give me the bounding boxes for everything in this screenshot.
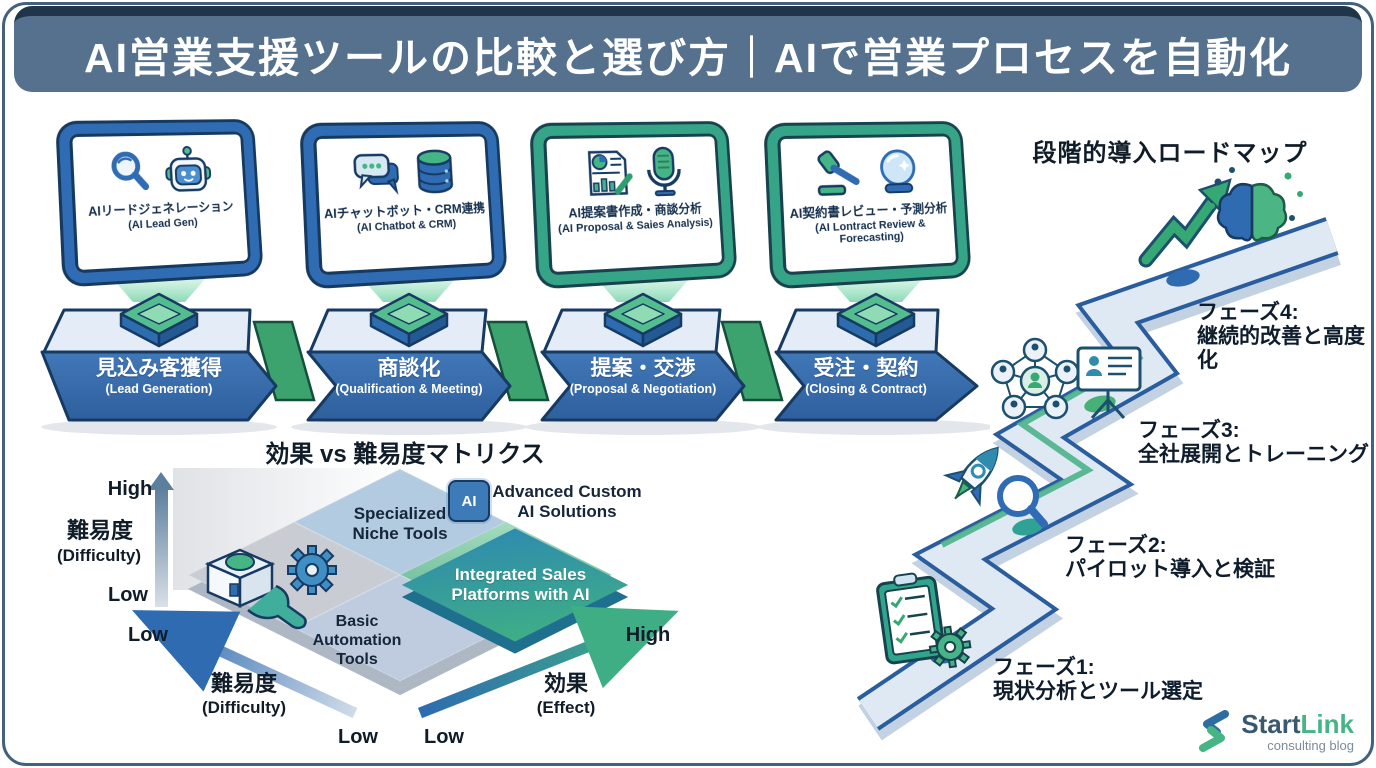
effect-axis-tip-label: High: [625, 624, 671, 646]
difficulty-iso-axis: [132, 610, 358, 718]
logo-wordmark: StartLink: [1241, 708, 1354, 739]
machine-cube-icon: [204, 548, 276, 608]
tool-title: AIリードジェネレーション: [87, 199, 234, 219]
step-title: 受注・契約: [813, 357, 919, 380]
step-title: 提案・交渉: [590, 357, 696, 380]
chat-bubbles-icon: [351, 150, 405, 197]
label-advanced: Advanced Custom AI Solutions: [492, 482, 642, 522]
tool-card-chatbot-crm: AIチャットボット・CRM連携 (AI Chatbot & CRM): [302, 123, 505, 287]
difficulty-axis-jp: 難易度: [210, 671, 277, 696]
wrench-icon: [247, 584, 307, 630]
difficulty-axis-vertical: [155, 489, 168, 607]
step-subtitle: (Closing & Contract): [805, 382, 927, 397]
step-subtitle: (Proposal & Negotiation): [569, 382, 717, 397]
rocket-icon: [942, 446, 999, 507]
label-integrated: Integrated Sales Platforms with AI: [451, 565, 590, 605]
phase-4-label: フェーズ4: 継続的改善と高度化: [1197, 301, 1365, 373]
effect-axis-origin-label: Low: [424, 726, 464, 748]
difficulty-axis-arrowhead: [148, 472, 174, 490]
label-specialized: Specialized Niche Tools: [352, 504, 448, 544]
process-step-closing: 受注・契約 (Closing & Contract): [766, 356, 966, 397]
startlink-logo: StartLink consulting blog: [1195, 710, 1354, 752]
document-chart-icon: [583, 148, 635, 199]
effect-axis-en: (Effect): [536, 698, 596, 717]
startlink-logo-icon: [1199, 710, 1230, 752]
y-axis-high-label: High: [107, 478, 153, 500]
tool-card-proposal-analysis: AI提案書作成・商談分析 (AI Proposal & Saies Analys…: [532, 123, 735, 287]
network-people-icon: [990, 337, 1080, 420]
y-axis-en-label: (Difficulty): [56, 546, 142, 565]
effect-iso-axis: [417, 606, 679, 719]
phase-3-label: フェーズ3: 全社展開とトレーニング: [1138, 419, 1369, 467]
difficulty-axis-en: (Difficulty): [201, 698, 287, 717]
roadmap-graphic: [856, 167, 1341, 741]
tool-subtitle: (AI Lead Gen): [127, 216, 198, 232]
magnifier-icon: [106, 148, 149, 190]
process-step-proposal: 提案・交渉 (Proposal & Negotiation): [543, 356, 743, 397]
tool-card-contract-forecast: AI契約書レビュー・予測分析 (AI Lontract Review & For…: [766, 123, 969, 287]
flow-connectors: [252, 320, 784, 402]
block-shadows: [41, 419, 990, 435]
step-subtitle: (Qualification & Meeting): [335, 382, 483, 397]
step-title: 商談化: [377, 357, 441, 380]
y-axis-jp-label: 難易度: [66, 518, 133, 543]
database-icon: [414, 148, 457, 196]
difficulty-axis-origin-label: Low: [338, 726, 378, 748]
page-title: AI営業支援ツールの比較と選び方｜AIで営業プロセスを自動化: [84, 35, 1292, 81]
presentation-board-icon: [1076, 346, 1142, 419]
header-banner: AI営業支援ツールの比較と選び方｜AIで営業プロセスを自動化: [14, 6, 1362, 92]
matrix-bottom-axes: [132, 606, 679, 719]
gavel-icon: [813, 148, 865, 199]
brain-icon: [1209, 167, 1303, 242]
step-title: 見込み客獲得: [96, 357, 222, 380]
crystal-ball-icon: [874, 147, 922, 197]
effect-axis-jp: 効果: [543, 671, 588, 696]
ai-chip-icon: AI: [448, 480, 490, 522]
roadmap-magnifier-icon: [997, 475, 1048, 528]
difficulty-axis-tip-label: Low: [128, 624, 168, 646]
block-fronts: [40, 350, 979, 422]
phase-1-label: フェーズ1: 現状分析とツール選定: [993, 656, 1203, 704]
automation-tools-icons: [204, 545, 337, 630]
process-step-lead: 見込み客獲得 (Lead Generation): [59, 356, 259, 397]
process-step-qualification: 商談化 (Qualification & Meeting): [309, 356, 509, 397]
logo-subtitle: consulting blog: [1267, 737, 1354, 753]
ai-chips: [119, 292, 916, 348]
y-axis-low-label: Low: [108, 584, 148, 606]
clipboard-gear-icon: [876, 572, 972, 669]
matrix-title: 効果 vs 難易度マトリクス: [265, 441, 545, 468]
phase-2-label: フェーズ2: パイロット導入と検証: [1065, 534, 1275, 582]
process-flow-graphic: [40, 270, 990, 435]
tool-card-lead-gen: AIリードジェネレーション (AI Lead Gen): [58, 121, 261, 285]
robot-icon: [163, 146, 213, 194]
winding-road: [856, 217, 1341, 741]
step-subtitle: (Lead Generation): [105, 382, 213, 397]
microphone-icon: [644, 146, 685, 198]
roadmap-title: 段階的導入ロードマップ: [1032, 140, 1308, 167]
gear-icon: [287, 545, 337, 595]
label-basic: Basic Automation Tools: [312, 613, 402, 669]
